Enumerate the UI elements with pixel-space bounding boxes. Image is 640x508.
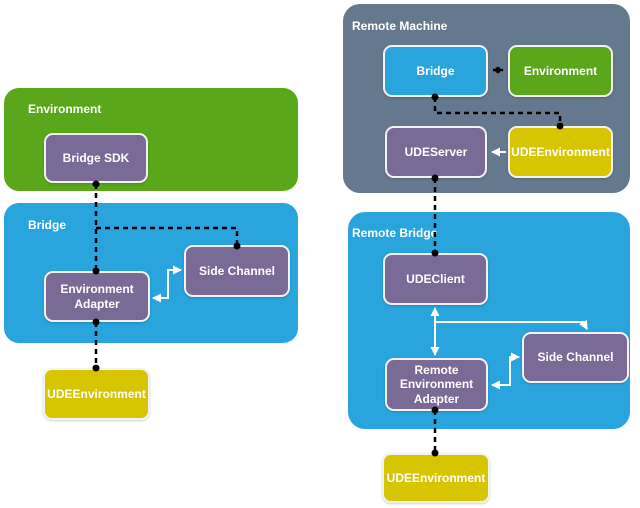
ude-environment-box-machine: UDEEnvironment: [508, 126, 613, 178]
ude-environment-label-local: UDEEnvironment: [47, 386, 146, 401]
side-channel-label: Side Channel: [198, 263, 275, 278]
bridge-group-label: Bridge: [28, 218, 67, 232]
remote-bridge-box: Bridge: [383, 45, 488, 97]
ude-server-box: UDEServer: [385, 126, 487, 178]
environment-group-label: Environment: [28, 102, 102, 116]
ude-server-label: UDEServer: [404, 144, 468, 159]
bridge-sdk-box: Bridge SDK: [44, 133, 148, 183]
remote-environment-box: Environment: [508, 45, 613, 97]
side-channel-label-remote: Side Channel: [537, 350, 614, 365]
ude-environment-box-local: UDEEnvironment: [43, 368, 150, 420]
remote-environment-adapter-label: Remote Environment Adapter: [399, 362, 474, 406]
ude-environment-label-bottom: UDEEnvironment: [386, 470, 486, 485]
ude-environment-label-machine: UDEEnvironment: [511, 144, 610, 159]
remote-bridge-group-label: Remote Bridge: [352, 226, 438, 240]
environment-adapter-label: Environment Adapter: [60, 281, 134, 311]
bridge-sdk-label: Bridge SDK: [62, 150, 130, 165]
side-channel-box-remote: Side Channel: [522, 332, 629, 383]
side-channel-box: Side Channel: [184, 245, 290, 297]
remote-environment-adapter-box: Remote Environment Adapter: [385, 358, 488, 411]
ude-client-label: UDEClient: [406, 271, 465, 286]
remote-environment-box-label: Environment: [523, 63, 598, 78]
ude-client-box: UDEClient: [383, 253, 488, 305]
ude-environment-box-bottom: UDEEnvironment: [382, 453, 490, 503]
remote-bridge-box-label: Bridge: [416, 63, 455, 78]
environment-adapter-box: Environment Adapter: [44, 271, 150, 322]
remote-machine-group-label: Remote Machine: [352, 19, 448, 33]
